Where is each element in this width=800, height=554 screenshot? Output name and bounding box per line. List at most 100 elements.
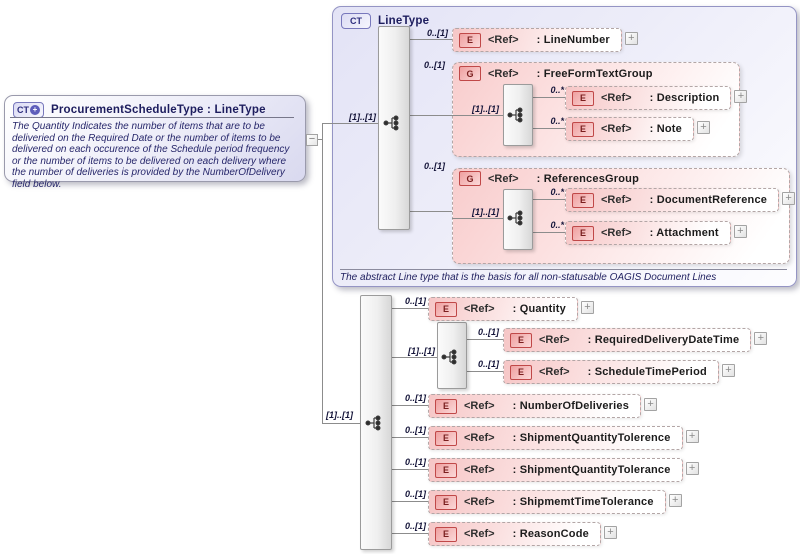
cardinality-label: 0..*	[550, 220, 564, 230]
element-name: : NumberOfDeliveries	[512, 400, 630, 412]
cardinality-label: 0..[1]	[404, 425, 426, 435]
group-name: : FreeFormTextGroup	[536, 67, 653, 80]
connector-line	[408, 115, 503, 116]
expand-toggle[interactable]: +	[685, 462, 699, 475]
connector-line	[390, 469, 428, 470]
expand-toggle[interactable]: +	[580, 301, 594, 314]
element-icon: E	[572, 121, 594, 137]
ref-label: <Ref>	[601, 227, 632, 239]
sequence-icon	[441, 349, 457, 365]
element-description[interactable]: E <Ref> : Description	[565, 86, 732, 110]
ref-label: <Ref>	[488, 34, 519, 46]
element-shipmemt-time-tolerance[interactable]: E <Ref> : ShipmemtTimeTolerance	[428, 490, 666, 514]
connector-line	[531, 97, 565, 98]
sequence-icon	[507, 107, 523, 123]
element-name: : ShipmentQuantityTolerance	[512, 464, 671, 476]
element-schedule-time-period[interactable]: E <Ref> : ScheduleTimePeriod	[503, 360, 719, 384]
expand-toggle[interactable]: +	[685, 430, 699, 443]
element-icon: E	[572, 192, 594, 208]
ref-label: <Ref>	[488, 172, 519, 185]
connector-line	[465, 339, 503, 340]
connector-line	[531, 128, 565, 129]
references-group-header: G <Ref> : ReferencesGroup	[459, 171, 639, 186]
ref-label: <Ref>	[464, 496, 495, 508]
procurement-header: CT+ ProcurementScheduleType : LineType	[13, 102, 266, 118]
derived-plus-icon: +	[30, 105, 40, 115]
caption-divider	[340, 269, 787, 270]
procurement-title: ProcurementScheduleType : LineType	[51, 104, 266, 116]
ref-label: <Ref>	[464, 303, 495, 315]
expand-toggle[interactable]: +	[734, 90, 748, 103]
ref-label: <Ref>	[601, 123, 632, 135]
expand-toggle[interactable]: +	[721, 364, 735, 377]
expand-toggle[interactable]: +	[696, 121, 710, 134]
cardinality-label: 0..[1]	[404, 457, 426, 467]
expand-toggle[interactable]: +	[733, 225, 747, 238]
expand-toggle[interactable]: +	[603, 526, 617, 539]
element-attachment[interactable]: E <Ref> : Attachment	[565, 221, 731, 245]
cardinality-label: 0..[1]	[477, 359, 499, 369]
element-row-reason-code: E <Ref> : ReasonCode +	[428, 522, 617, 546]
connector-line	[390, 437, 428, 438]
ref-label: <Ref>	[601, 92, 632, 104]
element-shipment-quantity-tolerence[interactable]: E <Ref> : ShipmentQuantityTolerence	[428, 426, 683, 450]
cardinality-label: [1]..[1]	[349, 112, 376, 122]
connector-line	[408, 39, 452, 40]
ref-label: <Ref>	[488, 67, 519, 80]
cardinality-label: [1]..[1]	[472, 104, 499, 114]
expand-toggle[interactable]: +	[782, 192, 796, 205]
element-name: : RequiredDeliveryDateTime	[587, 334, 740, 346]
element-icon: E	[435, 398, 457, 414]
cardinality-label: 0..*	[550, 187, 564, 197]
element-name: : Description	[649, 92, 720, 104]
cardinality-label: 0..[1]	[404, 296, 426, 306]
element-name: : Attachment	[649, 227, 719, 239]
expand-toggle[interactable]: +	[644, 398, 658, 411]
element-row-note: E <Ref> : Note +	[565, 117, 710, 141]
element-line-number[interactable]: E <Ref> : LineNumber	[452, 28, 622, 52]
element-reason-code[interactable]: E <Ref> : ReasonCode	[428, 522, 601, 546]
group-icon: G	[459, 171, 481, 186]
connector-line	[465, 371, 503, 372]
element-icon: E	[435, 494, 457, 510]
expand-toggle[interactable]: +	[754, 332, 768, 345]
element-row-line-number: E <Ref> : LineNumber +	[452, 28, 638, 52]
element-icon: E	[435, 462, 457, 478]
ct-label: CT	[17, 105, 29, 115]
sequence-icon	[383, 115, 399, 131]
element-row-attachment: E <Ref> : Attachment +	[565, 221, 747, 245]
sequence-icon	[365, 415, 381, 431]
connector-line	[390, 533, 428, 534]
ref-label: <Ref>	[464, 528, 495, 540]
ref-label: <Ref>	[601, 194, 632, 206]
element-row-shipment-quantity-tolerence: E <Ref> : ShipmentQuantityTolerence +	[428, 426, 699, 450]
connector-line	[323, 423, 360, 424]
element-document-reference[interactable]: E <Ref> : DocumentReference	[565, 188, 780, 212]
linetype-caption: The abstract Line type that is the basis…	[340, 272, 717, 283]
element-name: : LineNumber	[536, 34, 610, 46]
element-row-description: E <Ref> : Description +	[565, 86, 748, 110]
expand-toggle[interactable]: +	[624, 32, 638, 45]
element-icon: E	[572, 225, 594, 241]
element-note[interactable]: E <Ref> : Note	[565, 117, 694, 141]
connector-line	[531, 232, 565, 233]
connector-line	[390, 357, 437, 358]
complextype-icon: CT	[341, 13, 371, 29]
connector-line	[390, 501, 428, 502]
element-quantity[interactable]: E <Ref> : Quantity	[428, 297, 578, 321]
collapse-toggle[interactable]: −	[306, 134, 318, 146]
element-icon: E	[435, 430, 457, 446]
element-row-number-of-deliveries: E <Ref> : NumberOfDeliveries +	[428, 394, 658, 418]
complextype-plus-icon: CT+	[13, 102, 44, 118]
element-icon: E	[435, 526, 457, 542]
element-shipment-quantity-tolerance[interactable]: E <Ref> : ShipmentQuantityTolerance	[428, 458, 683, 482]
expand-toggle[interactable]: +	[668, 494, 682, 507]
element-name: : ShipmentQuantityTolerence	[512, 432, 671, 444]
element-number-of-deliveries[interactable]: E <Ref> : NumberOfDeliveries	[428, 394, 642, 418]
ref-label: <Ref>	[539, 334, 570, 346]
cardinality-label: 0..[1]	[423, 161, 445, 171]
connector-line	[390, 308, 428, 309]
connector-line	[531, 199, 565, 200]
element-required-delivery-date-time[interactable]: E <Ref> : RequiredDeliveryDateTime	[503, 328, 752, 352]
